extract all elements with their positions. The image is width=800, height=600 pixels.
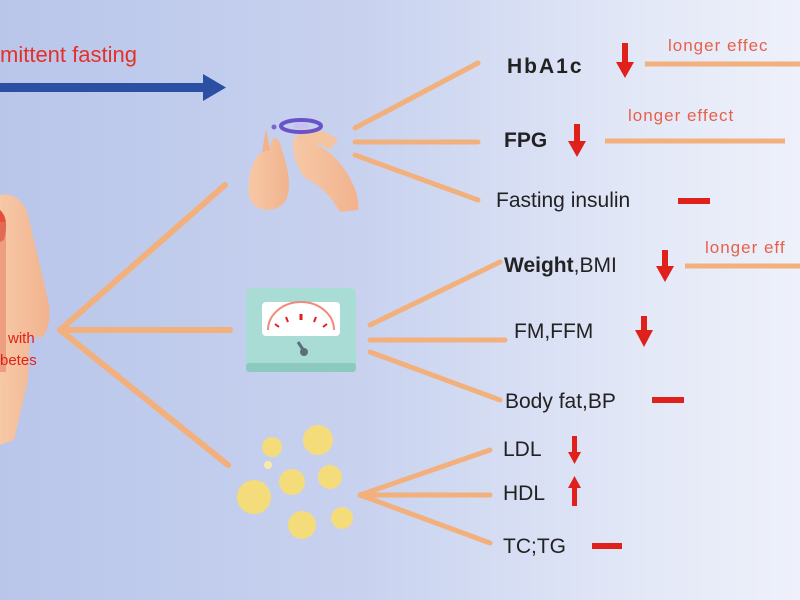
indicator-bodyfat-nochange — [652, 397, 684, 403]
longer-effect-label-2: longer effect — [628, 106, 735, 125]
label-ldl: LDL — [503, 438, 542, 461]
longer-effect-label-1: longer effec — [668, 36, 769, 55]
person-label-line1: with — [8, 330, 35, 347]
label-bodyfat-bp: Body fat,BP — [505, 390, 616, 413]
indicator-fpg — [568, 124, 586, 157]
label-hba1c: HbA1c — [507, 55, 584, 78]
person-label-line2: betes — [0, 352, 37, 369]
indicator-insulin-nochange — [678, 198, 710, 204]
indicator-tctg-nochange — [592, 543, 622, 549]
label-fasting-insulin: Fasting insulin — [496, 189, 631, 212]
label-weight: Weight — [504, 254, 574, 277]
label-fm-ffm: FM,FFM — [514, 320, 594, 343]
title: mittent fasting — [0, 42, 137, 67]
longer-effect-label-3: longer eff — [705, 238, 786, 257]
indicator-ldl — [568, 436, 581, 464]
lipid-droplets-icon — [237, 425, 353, 539]
weighing-scale-icon — [246, 288, 356, 372]
timeline-arrow — [0, 74, 226, 101]
indicator-weight — [656, 250, 674, 282]
blood-glucose-finger-icon — [248, 118, 359, 212]
label-fpg: FPG — [504, 129, 548, 152]
label-hdl: HDL — [503, 482, 546, 505]
glycemic-connectors — [352, 60, 481, 203]
indicator-hdl — [568, 476, 581, 506]
body-connectors — [367, 259, 508, 403]
indicator-hba1c — [616, 43, 634, 78]
label-weight-bmi: Weight,BMI — [504, 254, 617, 278]
label-tc-tg: TC;TG — [503, 535, 566, 558]
longer-effect-bars — [605, 61, 800, 269]
primary-connectors — [57, 182, 233, 468]
human-body-icon — [0, 194, 50, 445]
label-bmi: ,BMI — [573, 254, 617, 277]
indicator-fm — [635, 316, 653, 347]
lipid-connectors — [357, 447, 493, 546]
